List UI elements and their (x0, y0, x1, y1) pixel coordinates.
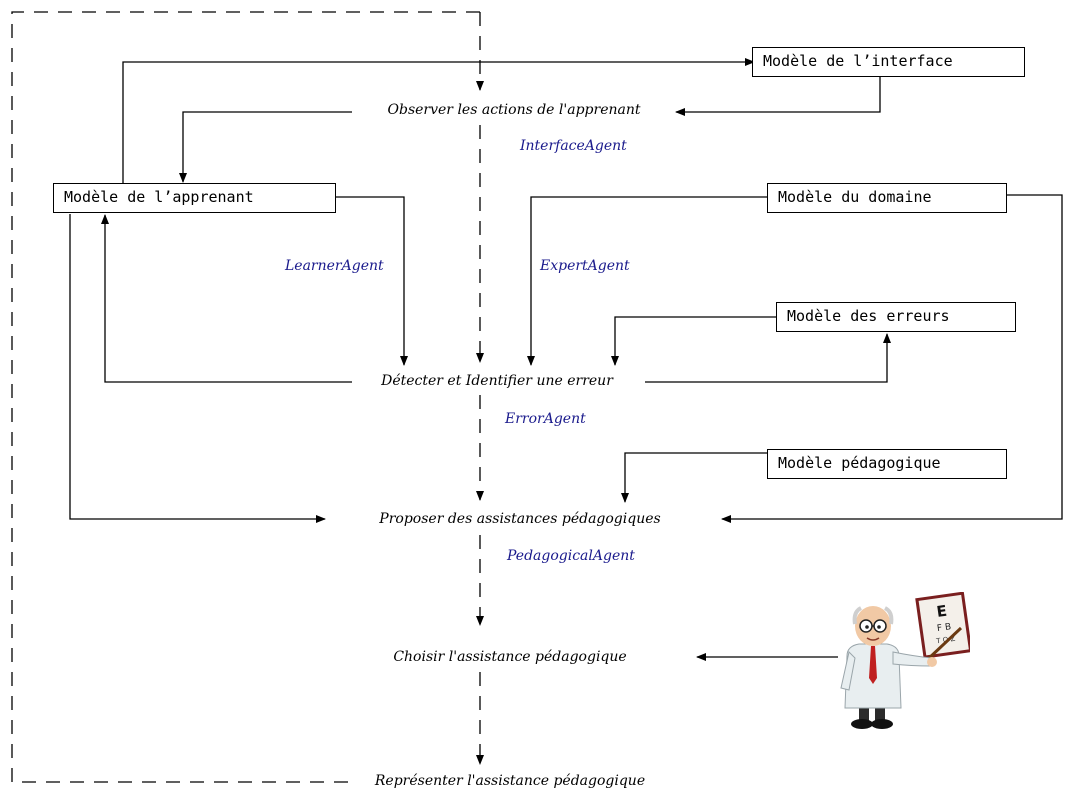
eye-chart: E F B T O Z (915, 592, 970, 659)
arrow-pedagogique-to-proposer (621, 452, 769, 503)
agent-interface-label: InterfaceAgent (520, 138, 627, 154)
arrow-detecter-to-apprenant (101, 214, 352, 383)
arrow-apprenant-to-interface (122, 58, 755, 185)
chart-line-2: F B (936, 622, 951, 634)
model-erreurs-box: Modèle des erreurs (776, 302, 1016, 332)
step-detecter: Détecter et Identifier une erreur (378, 373, 616, 389)
agent-expert-label: ExpertAgent (540, 258, 630, 274)
arrow-apprenant-to-proposer (69, 214, 326, 523)
expert-doctor-illustration: E F B T O Z (840, 592, 970, 729)
system-boundary (11, 11, 480, 783)
model-pedagogique-box: Modèle pédagogique (767, 449, 1007, 479)
chart-line-3: T O Z (935, 635, 956, 646)
arrow-interface-to-observer (675, 77, 881, 116)
model-domaine-box: Modèle du domaine (767, 183, 1007, 213)
arrow-detecter-to-erreurs (645, 333, 891, 383)
arrow-apprenant-to-detecter (335, 196, 408, 366)
agent-learner-label: LearnerAgent (285, 258, 384, 274)
model-interface-box: Modèle de l’interface (752, 47, 1025, 77)
arrow-erreurs-to-detecter (611, 316, 778, 366)
agent-error-label: ErrorAgent (505, 411, 586, 427)
step-proposer: Proposer des assistances pédagogiques (376, 511, 664, 527)
step-choisir: Choisir l'assistance pédagogique (390, 649, 630, 665)
model-apprenant-box: Modèle de l’apprenant (53, 183, 336, 213)
arrow-domaine-to-proposer (721, 194, 1063, 523)
arrow-observer-to-apprenant (179, 111, 352, 183)
agent-pedagogical-label: PedagogicalAgent (507, 548, 635, 564)
step-observer: Observer les actions de l'apprenant (384, 102, 644, 118)
chart-line-1: E (935, 602, 948, 621)
arrow-domaine-to-detecter (527, 196, 767, 366)
step-representer: Représenter l'assistance pédagogique (371, 773, 649, 789)
